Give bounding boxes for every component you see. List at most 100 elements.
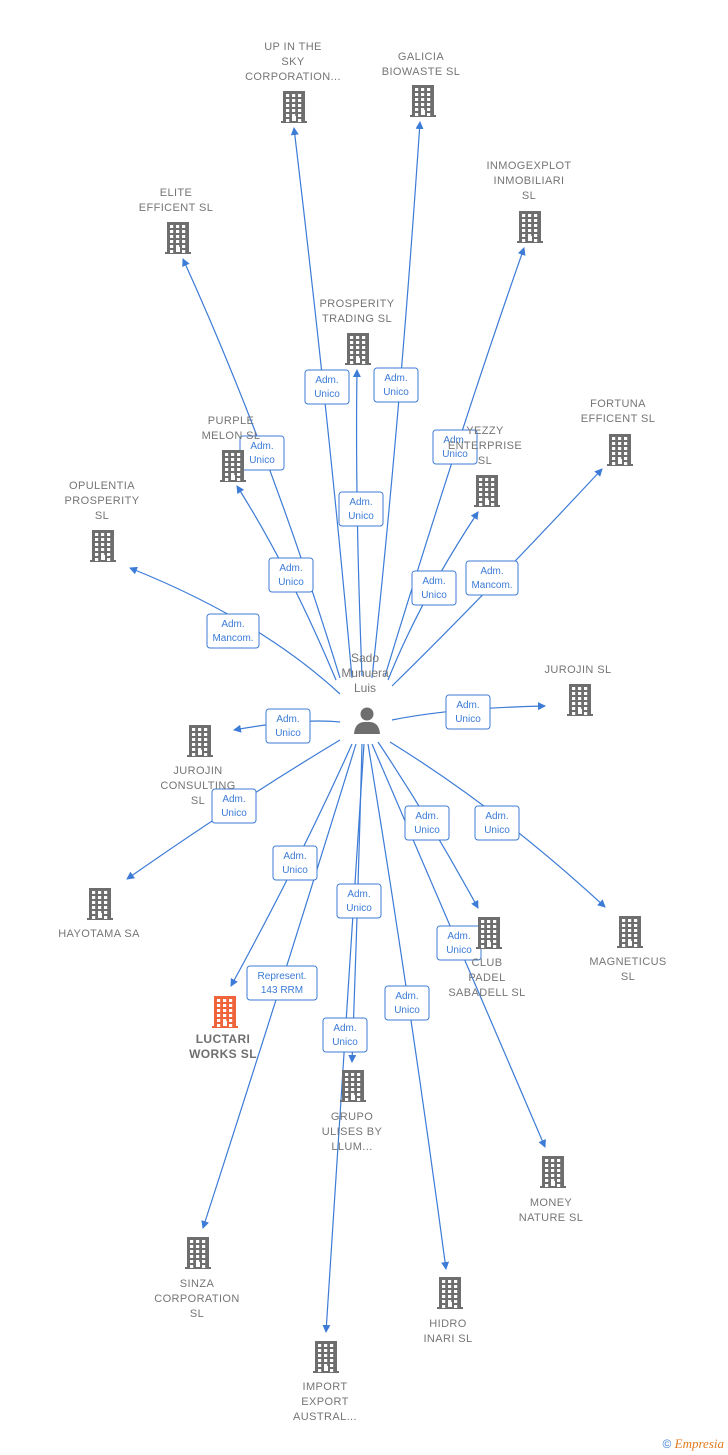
relation-label-jurojin-consulting[interactable]: Adm.Unico [265, 708, 311, 744]
building-icon[interactable] [187, 725, 213, 757]
company-label: PROSPERITY [65, 495, 140, 507]
building-icon[interactable] [165, 222, 191, 254]
relation-label-text: Unico [394, 1005, 420, 1016]
building-icon[interactable] [517, 211, 543, 243]
company-label: ELITE [160, 187, 193, 199]
relation-label-purple-melon[interactable]: Adm.Unico [268, 557, 314, 593]
relation-label-text: Unico [446, 945, 472, 956]
building-icon[interactable] [313, 1341, 339, 1373]
company-label: ULISES BY [322, 1126, 383, 1138]
relation-label-hidro-inari[interactable]: Adm. Unico [384, 985, 430, 1021]
relation-label-text: Adm. [415, 811, 438, 822]
company-node-elite-efficent[interactable]: ELITE EFFICENT SL [139, 187, 214, 254]
relation-label-import-export-austral[interactable]: Adm.Unico [322, 1017, 368, 1053]
company-label: UP IN THE [264, 41, 322, 53]
relation-label-inmogexplot[interactable]: Adm.Unico [432, 429, 478, 465]
building-icon[interactable] [437, 1277, 463, 1309]
company-label: INARI SL [423, 1333, 472, 1345]
relation-label-fortuna-efficent[interactable]: Adm.Mancom. [465, 560, 519, 596]
relation-label-grupo-ulises[interactable]: Adm.Unico [336, 883, 382, 919]
building-icon[interactable] [340, 1070, 366, 1102]
relation-label-text: Adm. [447, 931, 470, 942]
relation-label-jurojin[interactable]: Adm.Unico [445, 694, 491, 730]
relation-label-text: Adm. [283, 851, 306, 862]
person-name-label: Munuera [341, 666, 389, 680]
company-label: MELON SL [202, 430, 261, 442]
relation-label-text: Represent. [258, 971, 307, 982]
company-label: EFFICENT SL [139, 202, 214, 214]
relation-label-magneticus[interactable]: Adm.Unico [474, 805, 520, 841]
building-icon[interactable] [607, 434, 633, 466]
building-icon[interactable] [212, 996, 238, 1028]
building-icon[interactable] [345, 333, 371, 365]
building-icon[interactable] [617, 916, 643, 948]
copyright-symbol: © [662, 1437, 672, 1451]
company-label: SL [478, 455, 492, 467]
relation-label-money-nature[interactable]: Adm. Unico [436, 925, 482, 961]
relation-label-prosperity-trading[interactable]: Adm.Unico [338, 491, 384, 527]
company-node-up-in-the-sky[interactable]: UP IN THESKYCORPORATION... [245, 41, 341, 123]
company-node-hayotama[interactable]: HAYOTAMA SA [58, 888, 140, 940]
relation-label-text: Adm. [333, 1023, 356, 1034]
relation-label-text: Adm. [485, 811, 508, 822]
company-label: SL [522, 190, 536, 202]
relation-label-sinza-corporation[interactable]: Represent.143 RRM [246, 965, 318, 1001]
company-node-money-nature[interactable]: MONEY NATURE SL [519, 1156, 584, 1224]
building-icon[interactable] [410, 85, 436, 117]
company-label: GALICIA [398, 51, 444, 63]
building-icon[interactable] [87, 888, 113, 920]
person-name-label: Sado [351, 651, 379, 665]
relation-label-text: Unico [282, 865, 308, 876]
relation-label-text: Adm. [395, 991, 418, 1002]
building-icon[interactable] [476, 917, 502, 949]
relation-label-text: Unico [421, 590, 447, 601]
company-node-jurojin[interactable]: JUROJIN SL [545, 664, 612, 716]
company-label: ENTERPRISE [448, 440, 522, 452]
building-icon[interactable] [567, 684, 593, 716]
relation-label-hayotama[interactable]: Adm.Unico [211, 788, 257, 824]
relation-label-club-padel-sabadell[interactable]: Adm.Unico [404, 805, 450, 841]
building-icon[interactable] [220, 450, 246, 482]
company-label: AUSTRAL... [293, 1411, 357, 1423]
company-label: MONEY [530, 1197, 573, 1209]
company-label: NATURE SL [519, 1212, 584, 1224]
relation-label-up-in-the-sky[interactable]: Adm.Unico [304, 369, 350, 405]
company-node-purple-melon[interactable]: PURPLE MELON SL [202, 415, 261, 482]
company-label: PURPLE [208, 415, 254, 427]
relation-label-text: Mancom. [471, 580, 512, 591]
person-icon[interactable] [354, 707, 380, 735]
brand-logo-text[interactable]: Empresia [674, 1436, 724, 1451]
building-icon[interactable] [474, 475, 500, 507]
company-node-import-export-austral[interactable]: IMPORTEXPORTAUSTRAL... [293, 1341, 357, 1423]
company-label: EFFICENT SL [581, 413, 656, 425]
company-label: YEZZY [466, 425, 504, 437]
building-icon[interactable] [281, 91, 307, 123]
building-icon[interactable] [90, 530, 116, 562]
company-label: WORKS SL [189, 1047, 257, 1061]
company-node-yezzy-enterprise[interactable]: YEZZY ENTERPRISE SL [448, 425, 522, 507]
building-icon[interactable] [540, 1156, 566, 1188]
building-icon[interactable] [185, 1237, 211, 1269]
relation-label-yezzy-enterprise[interactable]: Adm.Unico [411, 570, 457, 606]
relation-label-galicia-biowaste[interactable]: Adm.Unico [373, 367, 419, 403]
relation-label-elite-efficent[interactable]: Adm.Unico [239, 435, 285, 471]
footer-credit: © Empresia [662, 1436, 724, 1452]
relation-label-opulentia-prosperity[interactable]: Adm.Mancom. [206, 613, 260, 649]
relation-label-luctari-works[interactable]: Adm. Unico [272, 845, 318, 881]
relation-label-text: Adm. [276, 714, 299, 725]
person-name-label: Luis [354, 681, 376, 695]
